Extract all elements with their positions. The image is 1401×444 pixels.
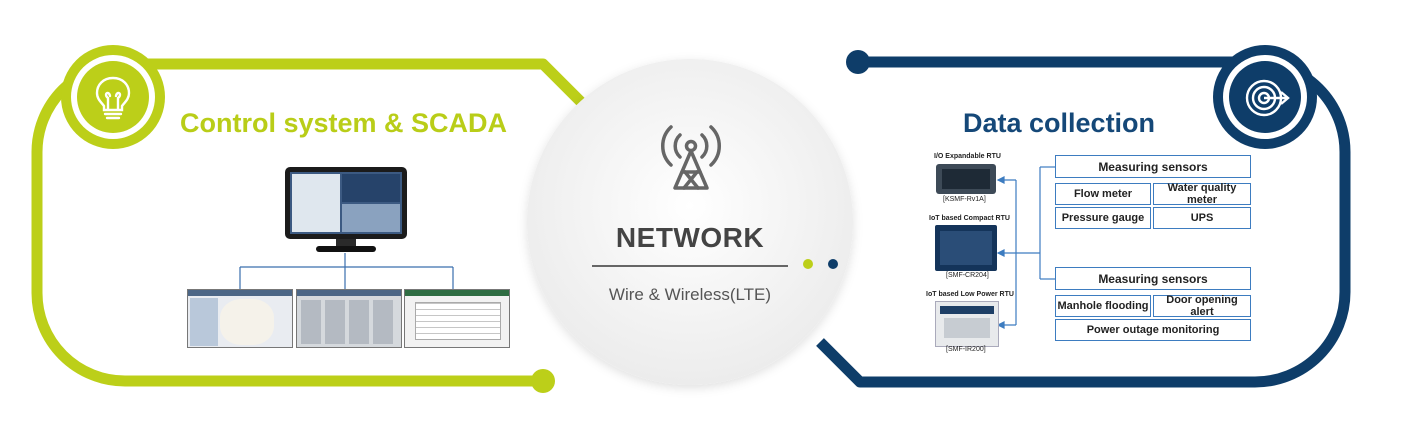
device-image-1	[936, 164, 996, 194]
device-code-1: [KSMF-Rv1A]	[943, 196, 986, 203]
monitor-neck	[336, 239, 356, 247]
left-title: Control system & SCADA	[180, 108, 508, 138]
device-image-2	[935, 225, 997, 271]
device-label-1: I/O Expandable RTU	[934, 153, 1001, 160]
scada-table-screen	[404, 289, 510, 348]
sensor-power-outage-monitoring: Power outage monitoring	[1055, 319, 1251, 341]
lime-end-dot	[531, 369, 555, 393]
scada-monitor-screen	[290, 172, 402, 234]
device-label-3: IoT based Low Power RTU	[926, 291, 1014, 298]
sensor-group-2-header: Measuring sensors	[1055, 267, 1251, 290]
navy-small-dot	[828, 259, 838, 269]
device-label-2: IoT based Compact RTU	[929, 215, 1010, 222]
lightbulb-icon	[95, 76, 131, 120]
sensor-flow-meter: Flow meter	[1055, 183, 1151, 205]
sensor-ups: UPS	[1153, 207, 1251, 229]
antenna-tower-icon	[661, 125, 721, 190]
scada-map-screen	[187, 289, 293, 348]
sensor-group-1-header: Measuring sensors	[1055, 155, 1251, 178]
network-title: NETWORK	[615, 222, 765, 253]
right-title: Data collection	[963, 108, 1156, 138]
navy-end-dot	[846, 50, 870, 74]
device-image-3	[935, 301, 999, 347]
device-code-3: [SMF-IR200]	[946, 346, 986, 353]
sensor-pressure-gauge: Pressure gauge	[1055, 207, 1151, 229]
target-icon	[1245, 79, 1290, 117]
network-circle	[527, 59, 853, 385]
sensor-water-quality-meter: Water quality meter	[1153, 182, 1251, 206]
sensor-manhole-flooding: Manhole flooding	[1055, 295, 1151, 317]
network-subtitle: Wire & Wireless(LTE)	[608, 285, 772, 304]
scada-monitor	[285, 167, 407, 239]
sensor-door-opening-alert: Door opening alert	[1153, 294, 1251, 318]
scada-grid-screen	[296, 289, 402, 348]
monitor-stand	[316, 246, 376, 252]
lime-small-dot	[803, 259, 813, 269]
device-code-2: [SMF-CR204]	[946, 272, 989, 279]
